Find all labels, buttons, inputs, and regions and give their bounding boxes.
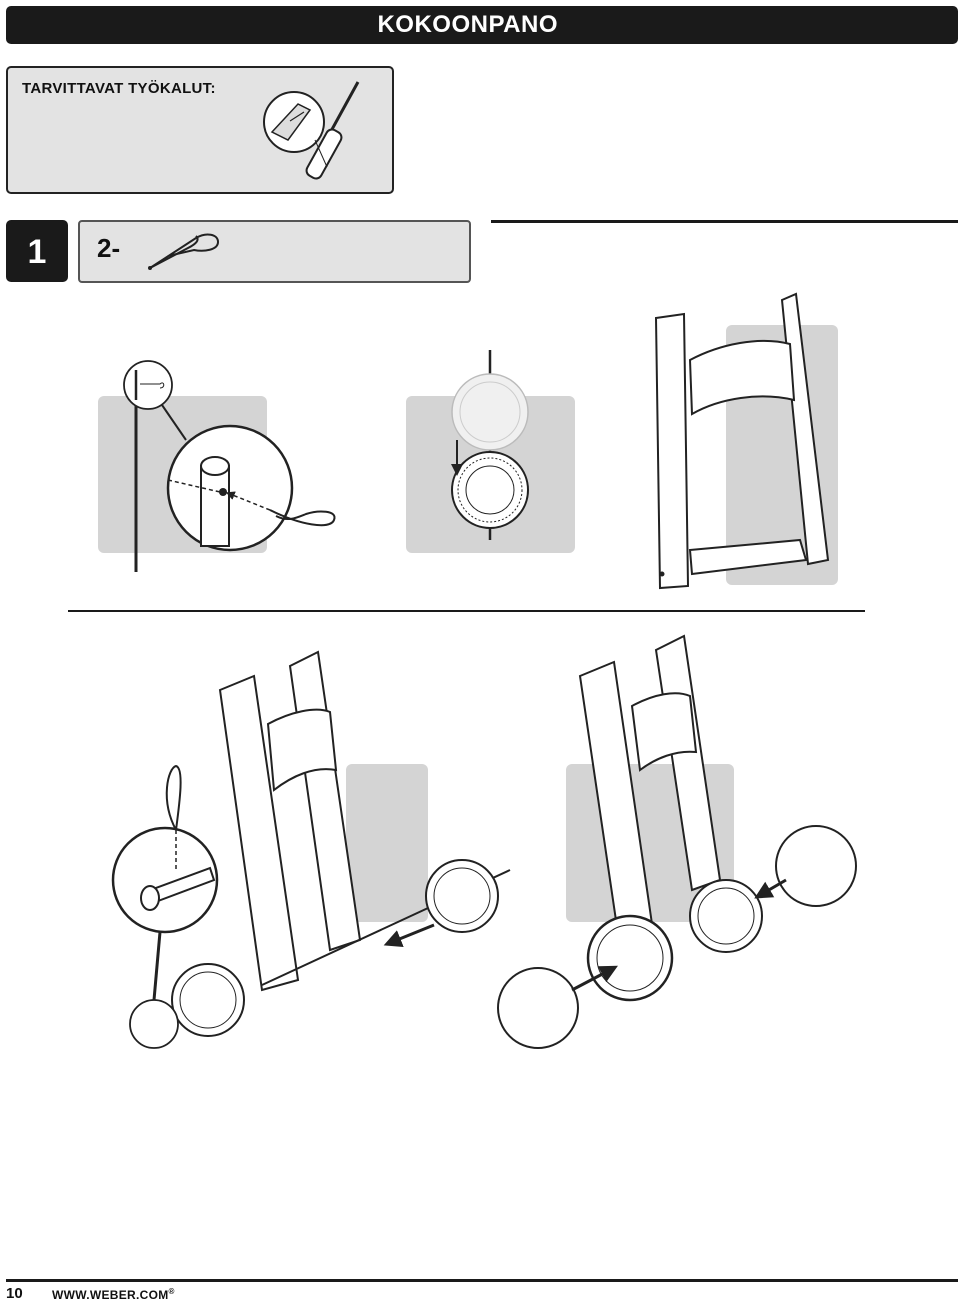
parts-panel <box>78 220 471 283</box>
step-rule-top <box>491 220 958 223</box>
parts-quantity: 2- <box>97 233 121 263</box>
tools-label: TARVITTAVAT TYÖKALUT: <box>22 80 216 97</box>
wheel-install-right <box>497 634 857 1049</box>
header-bar <box>6 6 958 44</box>
website-url: WWW.WEBER.COM® <box>52 1287 175 1302</box>
website-url-text: WWW.WEBER.COM <box>52 1288 169 1302</box>
axle-pin-detail <box>98 360 336 572</box>
wheel-install-left <box>111 650 511 1049</box>
page-title: KOKOONPANO <box>377 11 558 38</box>
hairpin-cotter-pin-icon <box>148 233 220 270</box>
section-divider <box>68 610 865 612</box>
frame-upright-detail <box>654 292 838 590</box>
screwdriver-icon <box>263 81 360 180</box>
step-number-badge: 1 <box>6 220 68 282</box>
wheel-onto-axle-detail <box>406 350 575 553</box>
page-number: 10 <box>6 1285 23 1302</box>
footer-rule <box>6 1279 958 1282</box>
trademark-symbol: ® <box>168 1287 175 1296</box>
